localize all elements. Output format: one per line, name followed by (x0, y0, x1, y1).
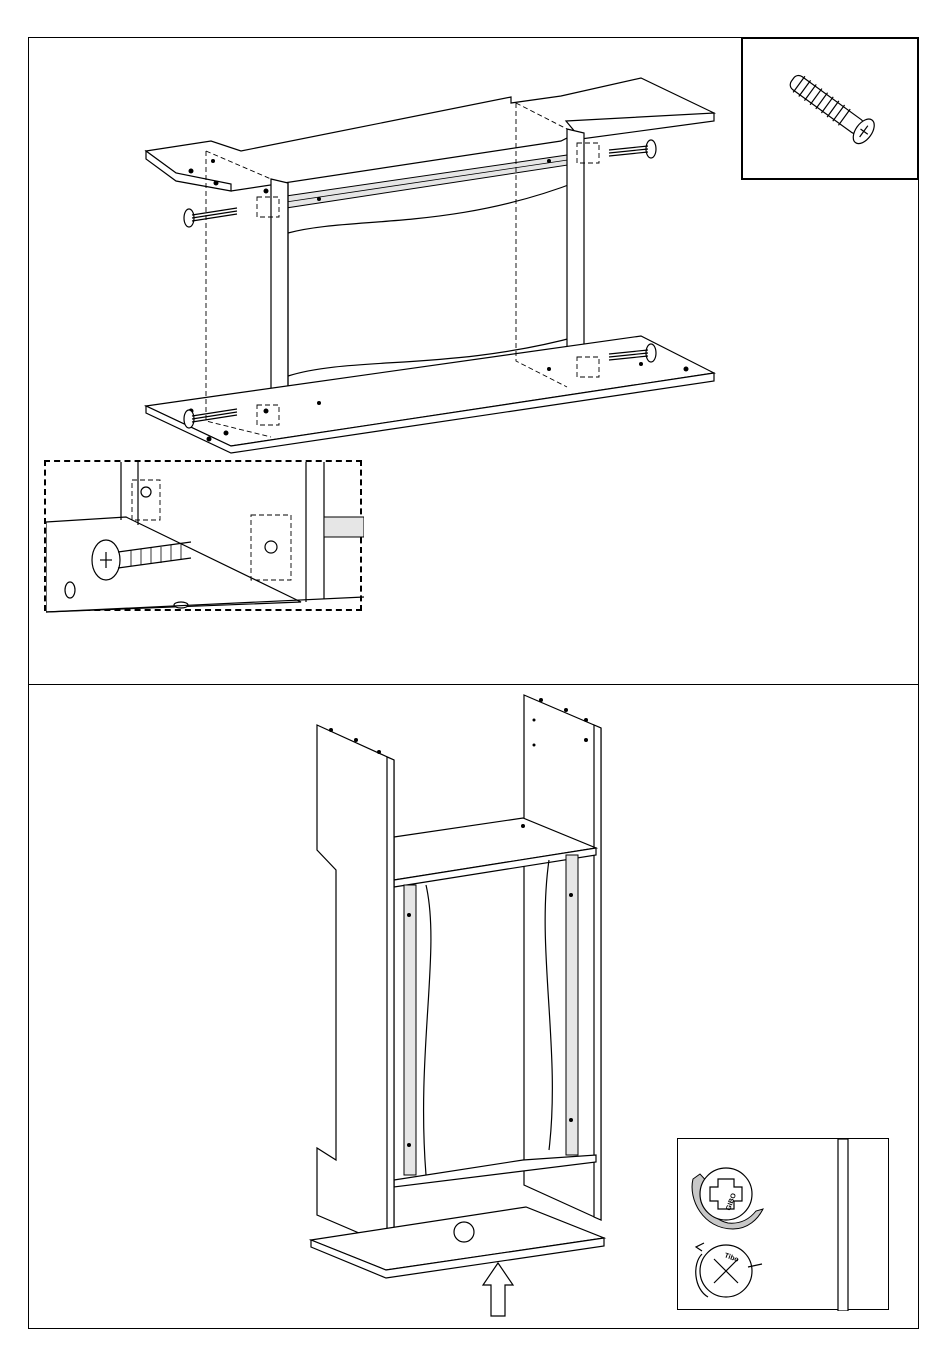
confirmat-screw (609, 140, 656, 158)
hand-rotate-icon: Tibo (696, 1243, 762, 1297)
detail-inset (44, 460, 362, 611)
screwdriver-tighten-icon: GIBO (692, 1168, 763, 1229)
confirmat-screw-icon (743, 39, 921, 182)
tighten-inset: GIBO Tibo (677, 1138, 889, 1310)
screw-inset (741, 37, 919, 180)
top-board (146, 78, 714, 191)
confirmat-screw (184, 208, 237, 227)
tighten-icons: GIBO Tibo (678, 1139, 890, 1311)
left-side-panel (317, 725, 394, 1248)
magnified-screw-detail (46, 462, 364, 613)
right-side-panel (524, 695, 601, 1220)
insert-direction-arrow (483, 1263, 513, 1316)
